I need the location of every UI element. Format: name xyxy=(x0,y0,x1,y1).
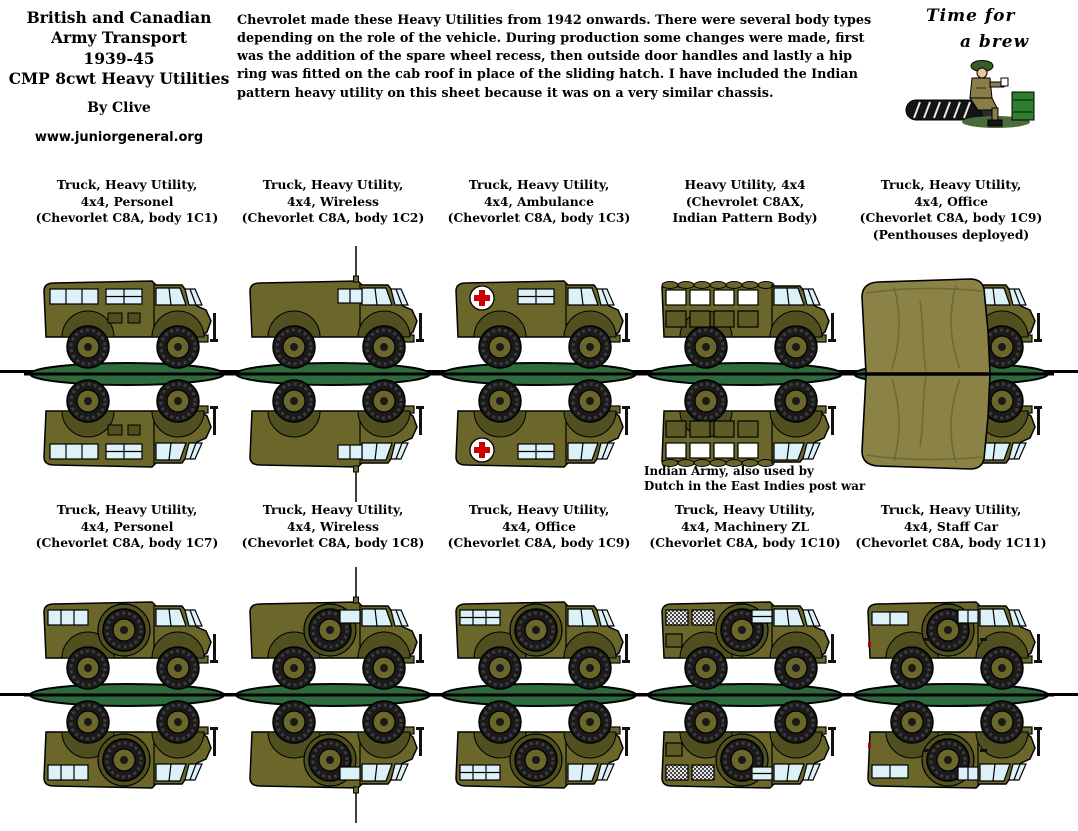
vehicle-note-line: Indian Army, also used by xyxy=(644,464,814,478)
vehicle-miniature-machinery xyxy=(642,601,848,789)
vehicle-label: Truck, Heavy Utility,4x4, Wireless(Chevo… xyxy=(230,495,436,565)
vehicle-label-line: (Chevorlet C8A, body 1C11) xyxy=(855,535,1047,551)
vehicle-label-line: Truck, Heavy Utility, xyxy=(468,502,610,517)
vehicle-label-line: 4x4, Personel xyxy=(80,518,174,534)
vehicle-label-line: Truck, Heavy Utility, xyxy=(468,177,610,192)
vehicle-label: Truck, Heavy Utility,4x4, Office(Chevorl… xyxy=(436,495,642,565)
vehicle-miniature-office2 xyxy=(436,601,642,789)
vehicle-cell-office2: Truck, Heavy Utility,4x4, Office(Chevorl… xyxy=(436,495,642,825)
vehicle-label-line: 4x4, Wireless xyxy=(287,518,379,534)
vehicle-cell-wireless: Truck, Heavy Utility,4x4, Wireless(Chevo… xyxy=(230,170,436,504)
vehicle-label: Truck, Heavy Utility,4x4, Machinery ZL(C… xyxy=(642,495,848,565)
page-title-line: CMP 8cwt Heavy Utilities xyxy=(8,69,230,89)
vehicle-miniature-ambulance xyxy=(436,280,642,468)
vehicle-cell-wireless2: Truck, Heavy Utility,4x4, Wireless(Chevo… xyxy=(230,495,436,825)
vehicle-label-line: (Chevorlet C8A, body 1C9) xyxy=(859,210,1043,226)
vehicle-label-line: (Chevorlet C8A, body 1C10) xyxy=(649,535,841,551)
vehicle-label: Truck, Heavy Utility,4x4, Staff Car(Chev… xyxy=(848,495,1054,565)
vehicle-label-line: (Chevorlet C8A, body 1C8) xyxy=(241,535,425,551)
vehicle-cell-personnel2: Truck, Heavy Utility,4x4, Personel(Chevo… xyxy=(24,495,230,825)
vehicle-label-line: (Chevorlet C8A, body 1C9) xyxy=(447,535,631,551)
vehicle-label: Heavy Utility, 4x4(Chevrolet C8AX,Indian… xyxy=(642,170,848,244)
vehicle-label-line: (Chevorlet C8A, body 1C7) xyxy=(35,535,219,551)
vehicle-label-line: (Chevrolet C8AX, xyxy=(685,193,805,209)
vehicle-label-line: Truck, Heavy Utility, xyxy=(56,502,198,517)
vehicle-row-2: Truck, Heavy Utility,4x4, Personel(Chevo… xyxy=(0,495,1078,825)
vehicle-note-line: Dutch in the East Indies post war xyxy=(644,479,866,494)
vehicle-miniature-staffcar xyxy=(848,601,1054,789)
brew-caption: Time for a brew xyxy=(898,6,1058,52)
vehicle-label-line: (Chevorlet C8A, body 1C1) xyxy=(35,210,219,226)
title-block: British and Canadian Army Transport 1939… xyxy=(8,8,230,145)
vehicle-cell-indian: Heavy Utility, 4x4(Chevrolet C8AX,Indian… xyxy=(642,170,865,504)
vehicle-label-line: (Chevorlet C8A, body 1C3) xyxy=(447,210,631,226)
vehicle-cell-penthouse: Truck, Heavy Utility,4x4, Office(Chevorl… xyxy=(848,170,1054,504)
vehicle-cell-personnel: Truck, Heavy Utility,4x4, Personel(Chevo… xyxy=(24,170,230,504)
vehicle-label-line: Truck, Heavy Utility, xyxy=(880,502,1022,517)
vehicle-miniature-personnel xyxy=(24,280,230,468)
website-url: www.juniorgeneral.org xyxy=(34,129,204,145)
vehicle-label-line: 4x4, Ambulance xyxy=(484,193,594,209)
vehicle-miniature-wireless xyxy=(230,246,436,502)
vehicle-row-1: Truck, Heavy Utility,4x4, Personel(Chevo… xyxy=(0,170,1078,504)
vehicle-label-line: Truck, Heavy Utility, xyxy=(674,502,816,517)
vehicle-label-line: Truck, Heavy Utility, xyxy=(56,177,198,192)
vehicle-label-line: 4x4, Office xyxy=(502,518,576,534)
vehicle-cell-machinery: Truck, Heavy Utility,4x4, Machinery ZL(C… xyxy=(642,495,848,825)
brew-caption-line: Time for xyxy=(926,6,1016,26)
page-title-line: British and Canadian xyxy=(26,8,212,27)
vehicle-miniature-wireless2 xyxy=(230,567,436,823)
vehicle-label-line: Truck, Heavy Utility, xyxy=(262,502,404,517)
brew-caption-line: a brew xyxy=(960,32,1030,52)
vehicle-label: Truck, Heavy Utility,4x4, Ambulance(Chev… xyxy=(436,170,642,244)
vehicle-label-line: (Penthouses deployed) xyxy=(872,226,1030,242)
vehicle-label-line: 4x4, Personel xyxy=(80,193,174,209)
brew-soldier-graphic xyxy=(905,60,1035,128)
vehicle-label: Truck, Heavy Utility,4x4, Office(Chevorl… xyxy=(848,170,1054,244)
author-byline: By Clive xyxy=(87,99,151,116)
vehicle-label-line: Indian Pattern Body) xyxy=(672,210,818,226)
vehicle-label-line: Truck, Heavy Utility, xyxy=(262,177,404,192)
vehicle-miniature-personnel2 xyxy=(24,601,230,789)
vehicle-miniature-indian xyxy=(642,281,848,467)
page-title-line: 1939-45 xyxy=(83,48,155,68)
vehicle-label-line: (Chevorlet C8A, body 1C2) xyxy=(241,210,425,226)
sheet-description: Chevrolet made these Heavy Utilities fro… xyxy=(237,13,872,101)
vehicle-label: Truck, Heavy Utility,4x4, Wireless(Chevo… xyxy=(230,170,436,244)
vehicle-label-line: 4x4, Office xyxy=(914,193,988,209)
vehicle-label-line: Truck, Heavy Utility, xyxy=(880,177,1022,192)
vehicle-label-line: 4x4, Wireless xyxy=(287,193,379,209)
vehicle-label: Truck, Heavy Utility,4x4, Personel(Chevo… xyxy=(24,170,230,244)
page-title-line: Army Transport xyxy=(50,28,188,48)
vehicle-label: Truck, Heavy Utility,4x4, Personel(Chevo… xyxy=(24,495,230,565)
vehicle-miniature-penthouse xyxy=(848,278,1054,470)
vehicle-cell-staffcar: Truck, Heavy Utility,4x4, Staff Car(Chev… xyxy=(848,495,1054,825)
vehicle-cell-ambulance: Truck, Heavy Utility,4x4, Ambulance(Chev… xyxy=(436,170,642,504)
vehicle-label-line: 4x4, Staff Car xyxy=(903,518,999,534)
vehicle-label-line: 4x4, Machinery ZL xyxy=(681,518,809,534)
vehicle-label-line: Heavy Utility, 4x4 xyxy=(684,177,806,192)
